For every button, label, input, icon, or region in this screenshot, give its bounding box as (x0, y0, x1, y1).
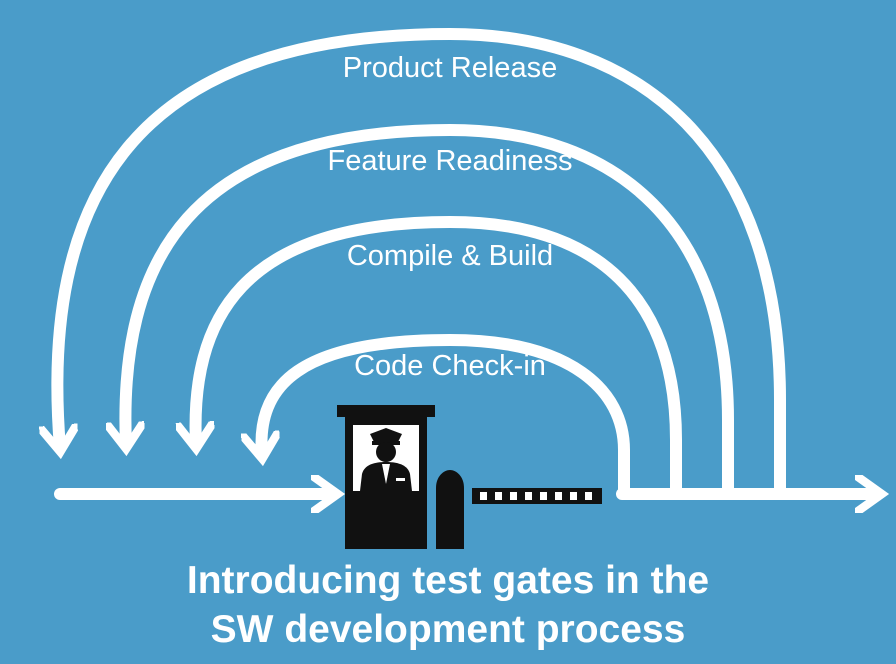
title-line-1: Introducing test gates in the (186, 559, 710, 602)
gate-label-code-check-in: Code Check-in (354, 350, 546, 382)
loop-arrow-compile-build (196, 215, 682, 498)
gate-label-feature-readiness: Feature Readiness (327, 145, 573, 177)
loop-arrow-feature-readiness (125, 123, 734, 498)
loop-arrow-code-check-in (261, 333, 630, 498)
diagram-title: Introducing test gates in the SW develop… (0, 556, 896, 654)
gate-label-compile-build: Compile & Build (346, 240, 554, 272)
barrier-gate-icon (436, 470, 602, 549)
gate-label-product-release: Product Release (342, 52, 558, 84)
title-line-2: SW development process (210, 608, 686, 651)
toll-booth-guard-icon (337, 405, 435, 549)
loop-arrow-product-release (57, 27, 786, 498)
